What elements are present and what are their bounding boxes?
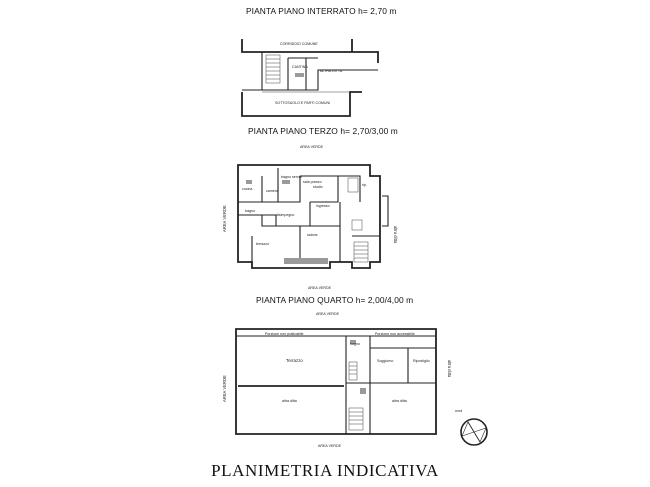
third-floor-title: PIANTA PIANO TERZO h= 2,70/3,00 m [248, 126, 398, 136]
basement-label-sottosuolo: SOTTOSUOLO E PARTI COMUNI [275, 101, 330, 105]
basement-label-corridoio: CORRIDOIO COMUNE [280, 42, 318, 46]
fourth-room-bagno: bagno [350, 342, 360, 346]
room-ingresso: ingresso [316, 204, 330, 208]
third-floor-plan: AREA VERDE AREA VERDE AREA VERDE altra d… [222, 145, 398, 290]
basement-plan: CORRIDOIO COMUNE CANTINA ALTRA DITTA SOT… [241, 39, 379, 117]
fourth-room-altra-ditta-2: altra ditta [392, 399, 407, 403]
room-disimpegno: disimpegno [276, 213, 294, 217]
fourth-area-top: AREA VERDE [316, 312, 340, 316]
fourth-room-altra-ditta-1: altra ditta [282, 399, 297, 403]
room-terrazzo: terrazzo [256, 242, 269, 246]
main-title: PLANIMETRIA INDICATIVA [211, 461, 439, 480]
third-altra-ditta: altra ditta [393, 226, 398, 244]
fourth-room-pratic-left: Porzione non praticabile [265, 332, 304, 336]
room-studio: studio [313, 185, 323, 189]
fourth-room-ripostiglio: Ripostiglio [413, 359, 430, 363]
room-ripostiglio: rip. [362, 183, 367, 187]
north-arrow-icon [460, 418, 488, 446]
room-sala-pranzo: sala pranzo [303, 180, 322, 184]
room-bagno-servizi: bagno servizi [281, 175, 302, 179]
fourth-room-terrazzo: Terrazzo [286, 358, 303, 363]
fourth-area-left: AREA VERDE [222, 375, 227, 402]
north-label: nord [455, 409, 462, 413]
fourth-room-pratic-right: Porzione non accessibile [375, 332, 415, 336]
third-area-left: AREA VERDE [222, 205, 227, 232]
fourth-floor-plan: AREA VERDE AREA VERDE AREA VERDE altra d… [222, 312, 488, 448]
basement-label-cantina: CANTINA [292, 65, 308, 69]
third-area-top: AREA VERDE [300, 145, 324, 149]
room-salone: salone [307, 233, 318, 237]
third-area-bottom: AREA VERDE [308, 286, 332, 290]
fourth-area-bottom: AREA VERDE [318, 444, 342, 448]
room-cucina: cucina [242, 187, 252, 191]
fourth-altra-ditta: altra ditta [447, 360, 452, 378]
fourth-room-soggiorno: Soggiorno [377, 359, 393, 363]
room-bagno: bagno [245, 209, 255, 213]
basement-label-altra-ditta: ALTRA DITTA [320, 69, 343, 73]
fourth-floor-title: PIANTA PIANO QUARTO h= 2,00/4,00 m [256, 295, 414, 305]
basement-title: PIANTA PIANO INTERRATO h= 2,70 m [246, 6, 397, 16]
room-camera: camera [266, 189, 278, 193]
